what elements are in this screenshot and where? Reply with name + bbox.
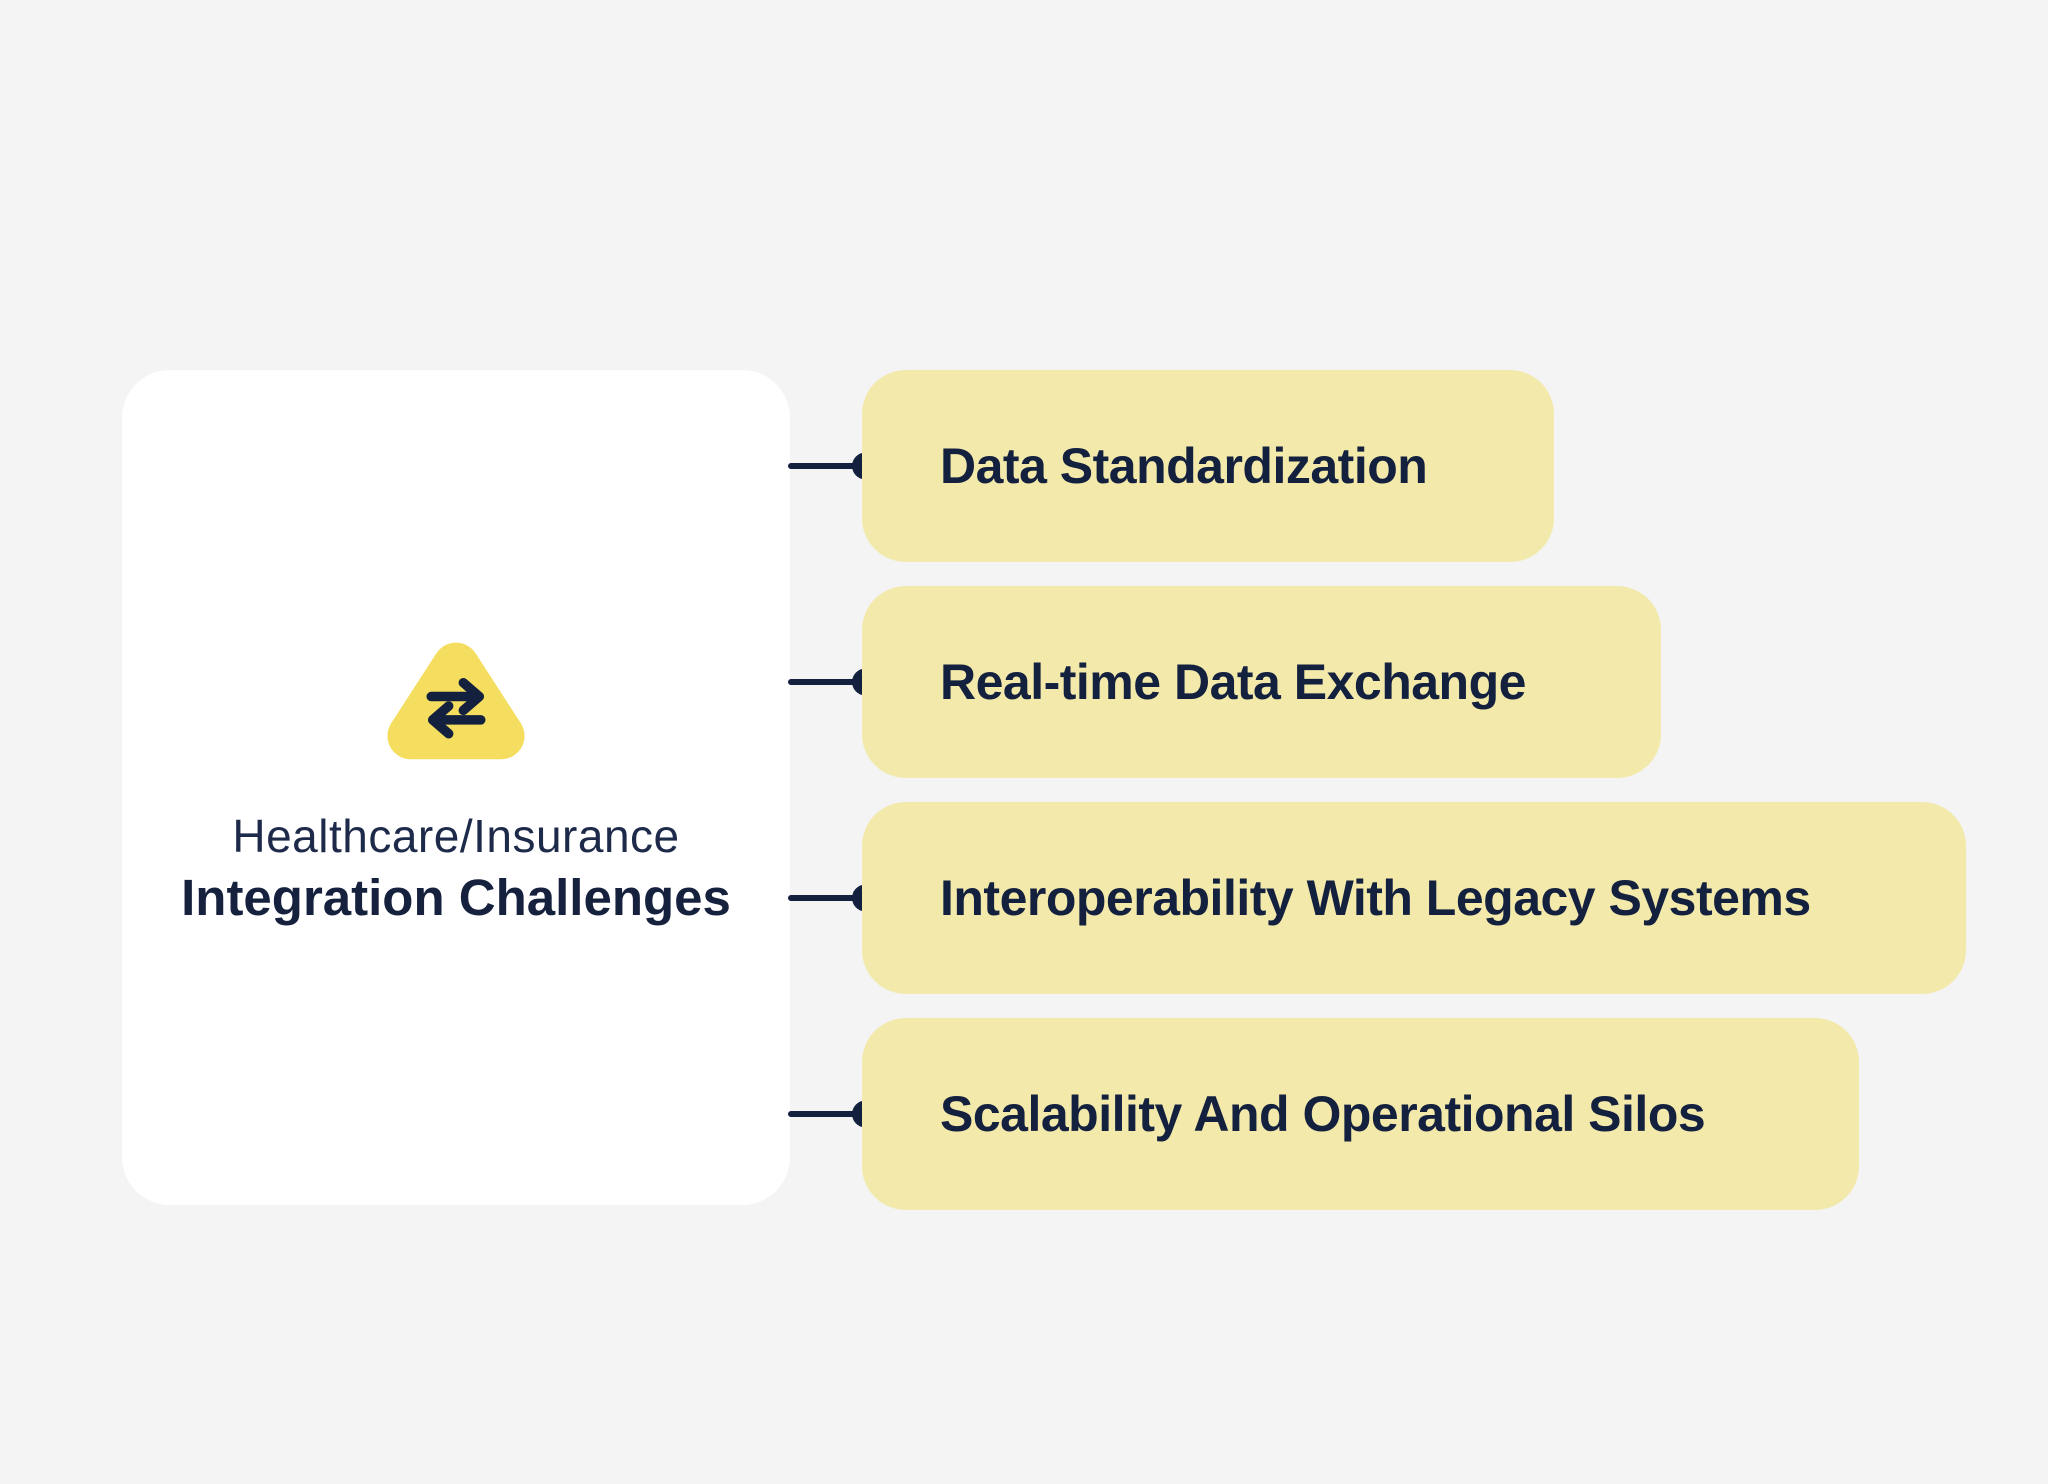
central-concept-card: Healthcare/Insurance Integration Challen… bbox=[122, 370, 790, 1205]
connector-line-interoperability bbox=[788, 884, 879, 912]
challenge-pill-real-time-data-exchange: Real-time Data Exchange bbox=[862, 586, 1661, 778]
connector-line-real-time-data-exchange bbox=[788, 668, 879, 696]
connector-line-data-standardization bbox=[788, 452, 879, 480]
pill-label: Data Standardization bbox=[940, 438, 1428, 494]
challenge-pill-scalability-operational-silos: Scalability And Operational Silos bbox=[862, 1018, 1859, 1210]
card-title-line2: Integration Challenges bbox=[181, 868, 731, 926]
challenge-pill-interoperability-legacy-systems: Interoperability With Legacy Systems bbox=[862, 802, 1966, 994]
card-title-line1: Healthcare/Insurance bbox=[232, 810, 680, 862]
challenge-pill-data-standardization: Data Standardization bbox=[862, 370, 1554, 562]
pill-label: Interoperability With Legacy Systems bbox=[940, 870, 1811, 926]
pill-label: Scalability And Operational Silos bbox=[940, 1086, 1706, 1142]
transfer-arrows-icon bbox=[387, 642, 525, 760]
connector-line-scalability bbox=[788, 1100, 879, 1128]
pill-label: Real-time Data Exchange bbox=[940, 654, 1526, 710]
